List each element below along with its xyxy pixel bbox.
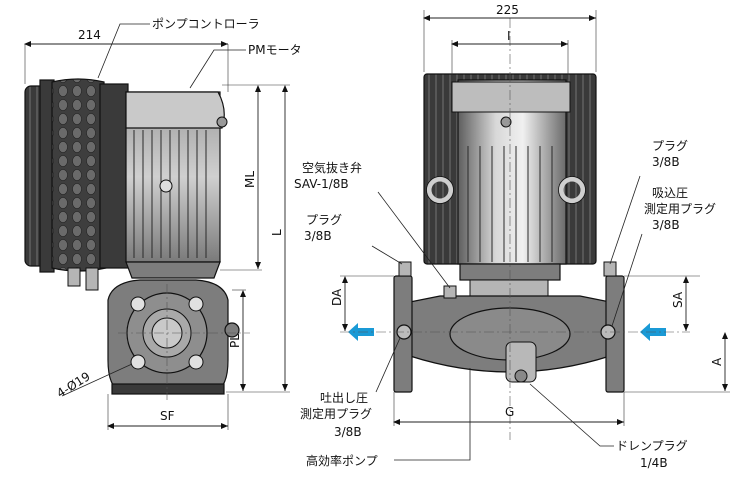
label-plug-right-1: プラグ	[652, 139, 688, 153]
side-stub	[224, 322, 240, 338]
label-plug-left-1: プラグ	[306, 213, 342, 227]
motor-front-screw	[500, 116, 512, 128]
side-bracket	[125, 261, 221, 279]
label-pump-controller: ポンプコントローラ	[152, 17, 260, 31]
motor-front-core	[457, 79, 567, 265]
label-suction-1: 吸込圧	[652, 186, 688, 200]
dim-DA: DA	[330, 288, 344, 306]
label-suction-2: 測定用プラグ	[644, 201, 716, 216]
bolt-hole-1	[130, 296, 146, 312]
front-view: 225 I G DA SA A 空気抜き弁 SAV-1/8B プラグ 3/8B …	[294, 3, 730, 470]
label-discharge-3: 3/8B	[334, 425, 362, 439]
label-drain-1: ドレンプラグ	[616, 439, 688, 453]
dim-SA: SA	[671, 291, 685, 308]
label-pump: 高効率ポンプ	[306, 453, 378, 468]
label-plug-right-2: 3/8B	[652, 155, 680, 169]
dim-225: 225	[496, 3, 519, 17]
lifting-eye-right-outline	[558, 176, 586, 204]
motor-top-cap	[125, 91, 225, 129]
dim-L: L	[270, 229, 284, 236]
label-air-vent-2: SAV-1/8B	[294, 177, 349, 191]
front-coupling	[469, 279, 549, 299]
eyebolt-side	[159, 179, 173, 193]
controller-grille	[51, 78, 107, 272]
lifting-eye-left	[426, 176, 454, 204]
label-pm-motor: PMモータ	[248, 43, 302, 57]
drain-plug	[514, 369, 528, 383]
side-view: 214 SF 4-Ø19 ML L PL ポンプコントローラ PMモータ	[24, 17, 302, 430]
dim-G: G	[505, 405, 514, 419]
motor-front-cap	[451, 81, 571, 113]
motor-side-fins	[133, 130, 207, 258]
label-air-vent-1: 空気抜き弁	[302, 160, 362, 175]
dim-I: I	[507, 29, 511, 43]
air-vent-valve	[443, 285, 457, 299]
top-plug-left	[398, 261, 412, 277]
dim-PL: PL	[228, 334, 242, 348]
cable-gland-2	[85, 267, 99, 291]
dim-ML: ML	[243, 171, 257, 188]
dim-SF: SF	[160, 409, 175, 423]
bolt-hole-4	[188, 354, 204, 370]
bolt-hole-2	[188, 296, 204, 312]
label-drain-2: 1/4B	[640, 456, 668, 470]
label-discharge-2: 測定用プラグ	[300, 406, 372, 421]
dim-214: 214	[78, 28, 101, 42]
dim-A: A	[710, 357, 724, 366]
label-suction-3: 3/8B	[652, 218, 680, 232]
top-plug-right	[603, 261, 617, 277]
label-discharge-1: 吐出し圧	[320, 391, 368, 405]
cable-gland-1	[67, 267, 81, 287]
lifting-eye-left-outline	[426, 176, 454, 204]
motor-front-fins	[467, 146, 553, 262]
controller-ring	[99, 83, 129, 269]
bolt-hole-3	[130, 354, 146, 370]
pump-side-foot	[111, 383, 225, 395]
eyebolt-rear	[216, 116, 228, 128]
lifting-eye-right	[558, 176, 586, 204]
label-plug-left-2: 3/8B	[304, 229, 332, 243]
